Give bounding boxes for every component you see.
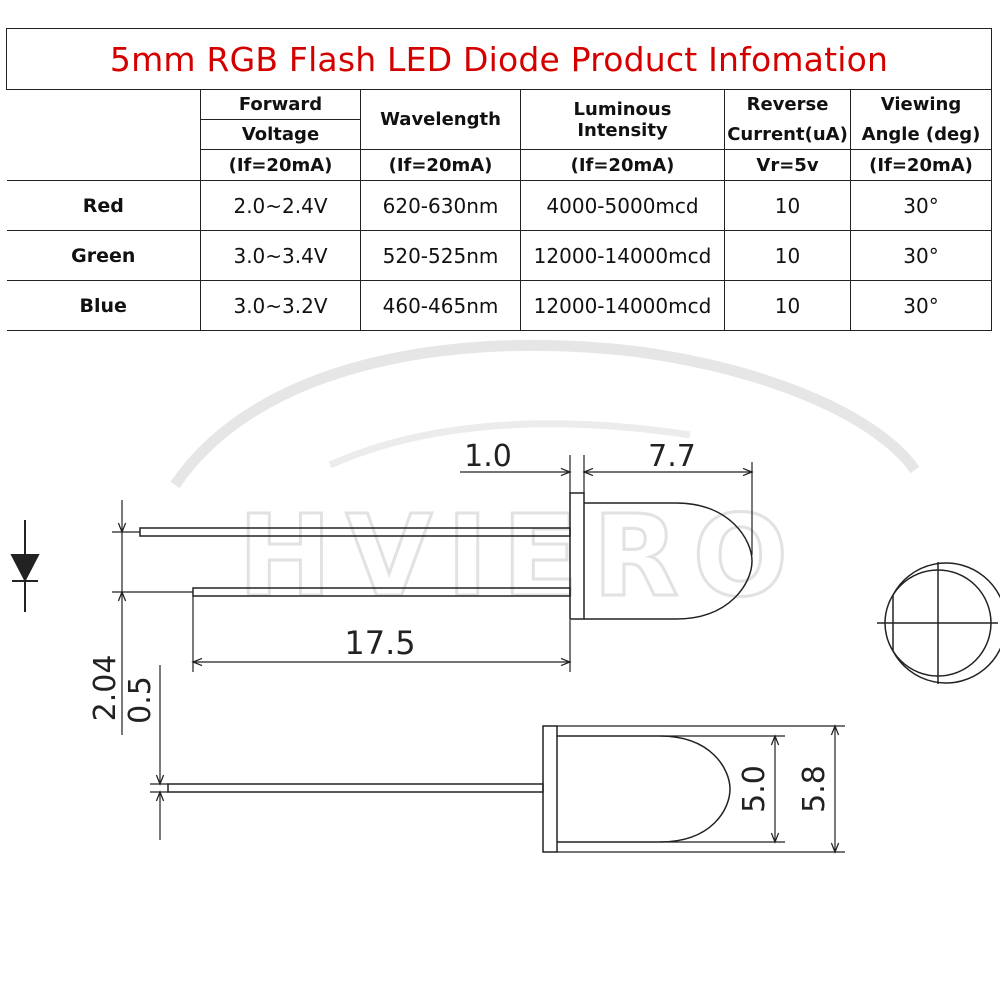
dim-lead-pitch-label: 2.04 — [88, 655, 123, 722]
header-luminous-line1: Luminous — [573, 98, 672, 120]
header-viewing-line2: Angle (deg) — [850, 119, 992, 150]
watermark: HVIERO — [170, 339, 920, 624]
row-angle: 30° — [850, 280, 992, 331]
front-outline — [892, 562, 1000, 684]
row-angle: 30° — [850, 180, 992, 231]
row-intensity: 12000-14000mcd — [520, 230, 725, 281]
row-angle: 30° — [850, 230, 992, 281]
watermark-text: HVIERO — [238, 492, 802, 622]
dimension-lead-length — [191, 596, 572, 672]
diode-symbol-icon — [10, 520, 40, 612]
lead-bottom — [167, 783, 544, 793]
row-voltage: 3.0~3.2V — [200, 280, 361, 331]
watermark-swoosh-inner-icon — [328, 420, 691, 469]
led-side-view-bottom — [167, 725, 731, 853]
row-current: 10 — [724, 230, 851, 281]
header-reverse-line2: Current(uA) — [724, 119, 851, 150]
row-wavelength: 520-525nm — [360, 230, 521, 281]
dimension-lead-thickness — [150, 665, 168, 840]
row-color-name: Red — [6, 180, 201, 231]
row-intensity: 12000-14000mcd — [520, 280, 725, 331]
flange — [569, 492, 585, 620]
dim-lead-thickness-label: 0.5 — [123, 676, 158, 724]
row-current: 10 — [724, 280, 851, 331]
header-forward-voltage-line2: Voltage — [200, 119, 361, 150]
table-title: 5mm RGB Flash LED Diode Product Infomati… — [6, 28, 992, 90]
table-row: Blue 3.0~3.2V 460-465nm 12000-14000mcd 1… — [6, 280, 992, 331]
flange-bottom — [542, 725, 558, 853]
table-row: Green 3.0~3.4V 520-525nm 12000-14000mcd … — [6, 230, 992, 281]
spec-table: 5mm RGB Flash LED Diode Product Infomati… — [6, 28, 992, 331]
row-color-name: Blue — [6, 280, 201, 331]
dim-flange-label: 1.0 — [464, 439, 512, 474]
condition-reverse: Vr=5v — [724, 149, 851, 181]
dim-body-length-label: 7.7 — [648, 439, 696, 474]
row-current: 10 — [724, 180, 851, 231]
dimension-lead-pitch — [112, 500, 193, 735]
row-intensity: 4000-5000mcd — [520, 180, 725, 231]
header-blank-cell — [6, 89, 201, 181]
header-viewing-line1: Viewing — [850, 89, 992, 120]
header-reverse-line1: Reverse — [724, 89, 851, 120]
dim-lens-diameter-label: 5.0 — [737, 765, 772, 813]
condition-wavelength: (If=20mA) — [360, 149, 521, 181]
header-luminous-line2: Intensity — [577, 119, 668, 141]
dim-flange-diameter-label: 5.8 — [797, 765, 832, 813]
led-front-view — [877, 562, 1000, 684]
dim-lead-length-label: 17.5 — [344, 624, 415, 662]
led-lens — [584, 502, 753, 620]
row-voltage: 2.0~2.4V — [200, 180, 361, 231]
watermark-swoosh-icon — [170, 339, 920, 489]
dimension-diameters — [557, 724, 845, 854]
led-lens-bottom — [557, 735, 731, 843]
header-forward-voltage-line1: Forward — [200, 89, 361, 120]
dimension-top — [460, 455, 754, 555]
